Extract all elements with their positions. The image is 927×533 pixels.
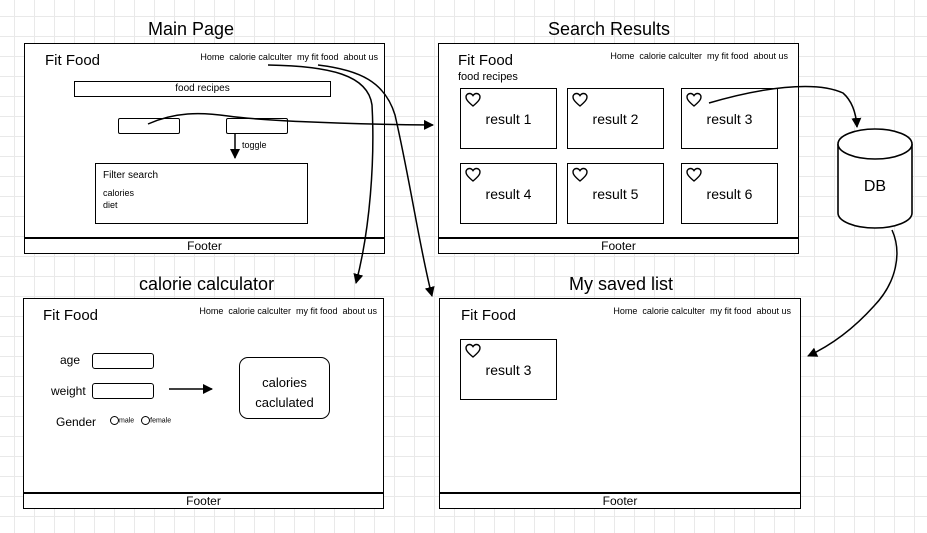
heart-icon[interactable]: [465, 92, 481, 108]
arrow-db-to-saved: [807, 229, 898, 357]
age-input[interactable]: [92, 353, 154, 369]
footer: Footer: [25, 237, 384, 253]
nav-bar: Home calorie calculter my fit food about us: [605, 51, 788, 61]
heart-icon[interactable]: [686, 167, 702, 183]
gender-radio-group: male female: [110, 416, 171, 425]
nav-about-us[interactable]: about us: [756, 306, 791, 316]
output-line-2: caclulated: [255, 395, 314, 410]
weight-input[interactable]: [92, 383, 154, 399]
result-label: result 1: [485, 111, 532, 127]
filter-search-panel: Filter search calories diet: [95, 163, 308, 224]
result-label: result 3: [706, 111, 753, 127]
footer: Footer: [24, 492, 383, 508]
age-label: age: [60, 353, 81, 367]
nav-about-us[interactable]: about us: [343, 52, 378, 62]
nav-calorie-calculator[interactable]: calorie calculter: [229, 52, 292, 62]
weight-label: weight: [51, 384, 86, 398]
result-label: result 6: [706, 186, 753, 202]
filter-toggle-button[interactable]: [226, 118, 288, 134]
heart-icon[interactable]: [465, 167, 481, 183]
brand-logo: Fit Food: [45, 52, 101, 69]
nav-my-fit-food[interactable]: my fit food: [709, 306, 752, 316]
search-results-wireframe: Fit Food food recipes Home calorie calcul…: [438, 43, 799, 254]
main-page-wireframe: Fit Food Home calorie calculter my fit foo…: [24, 43, 385, 254]
filter-title: Filter search: [103, 170, 159, 181]
search-bar[interactable]: food recipes: [74, 81, 331, 97]
nav-home[interactable]: Home: [610, 51, 635, 61]
footer: Footer: [439, 237, 798, 253]
nav-bar: Home calorie calculter my fit food about us: [608, 306, 791, 316]
gender-label: Gender: [56, 415, 97, 429]
nav-about-us[interactable]: about us: [753, 51, 788, 61]
result-label: result 2: [592, 111, 639, 127]
calories-output-box: calories caclulated: [239, 357, 330, 419]
nav-home[interactable]: Home: [200, 52, 225, 62]
radio-female[interactable]: [141, 416, 151, 425]
toggle-label: toggle: [242, 140, 267, 150]
filter-option-diet[interactable]: diet: [103, 200, 118, 210]
search-button[interactable]: [118, 118, 180, 134]
nav-calorie-calculator[interactable]: calorie calculter: [642, 306, 705, 316]
calorie-calculator-wireframe: Fit Food Home calorie calculter my fit foo…: [23, 298, 384, 509]
radio-male[interactable]: [110, 416, 119, 425]
result-card[interactable]: result 5: [567, 163, 664, 224]
nav-bar: Home calorie calculter my fit food about us: [194, 306, 377, 316]
nav-my-fit-food[interactable]: my fit food: [706, 51, 749, 61]
brand-logo: Fit Food: [458, 52, 514, 69]
radio-female-label: female: [150, 417, 172, 425]
saved-item-card[interactable]: result 3: [460, 339, 557, 400]
nav-bar: Home calorie calculter my fit food about us: [195, 52, 378, 62]
brand-logo: Fit Food: [461, 307, 517, 324]
heart-icon[interactable]: [572, 92, 588, 108]
saved-item-label: result 3: [485, 362, 532, 378]
result-label: result 4: [485, 186, 532, 202]
nav-home[interactable]: Home: [613, 306, 638, 316]
brand-logo: Fit Food: [43, 307, 99, 324]
nav-about-us[interactable]: about us: [342, 306, 377, 316]
result-label: result 5: [592, 186, 639, 202]
radio-male-label: male: [119, 417, 135, 425]
result-card[interactable]: result 1: [460, 88, 557, 149]
output-line-1: calories: [262, 375, 307, 390]
nav-calorie-calculator[interactable]: calorie calculter: [639, 51, 702, 61]
result-card[interactable]: result 3: [681, 88, 778, 149]
heart-icon[interactable]: [572, 167, 588, 183]
heart-icon[interactable]: [686, 92, 702, 108]
result-card[interactable]: result 6: [681, 163, 778, 224]
filter-option-calories[interactable]: calories: [103, 188, 135, 198]
database-icon: [837, 128, 913, 229]
main-page-title: Main Page: [148, 19, 235, 39]
nav-my-fit-food[interactable]: my fit food: [296, 52, 339, 62]
nav-calorie-calculator[interactable]: calorie calculter: [228, 306, 291, 316]
nav-home[interactable]: Home: [199, 306, 224, 316]
search-query-label: food recipes: [458, 71, 518, 83]
search-results-title: Search Results: [548, 19, 671, 39]
nav-my-fit-food[interactable]: my fit food: [295, 306, 338, 316]
calorie-calculator-title: calorie calculator: [139, 274, 275, 294]
database-label: DB: [863, 178, 887, 195]
saved-list-title: My saved list: [569, 274, 674, 294]
saved-list-wireframe: Fit Food Home calorie calculter my fit foo…: [439, 298, 801, 509]
result-card[interactable]: result 4: [460, 163, 557, 224]
footer: Footer: [440, 492, 800, 508]
heart-icon[interactable]: [465, 343, 481, 359]
result-card[interactable]: result 2: [567, 88, 664, 149]
